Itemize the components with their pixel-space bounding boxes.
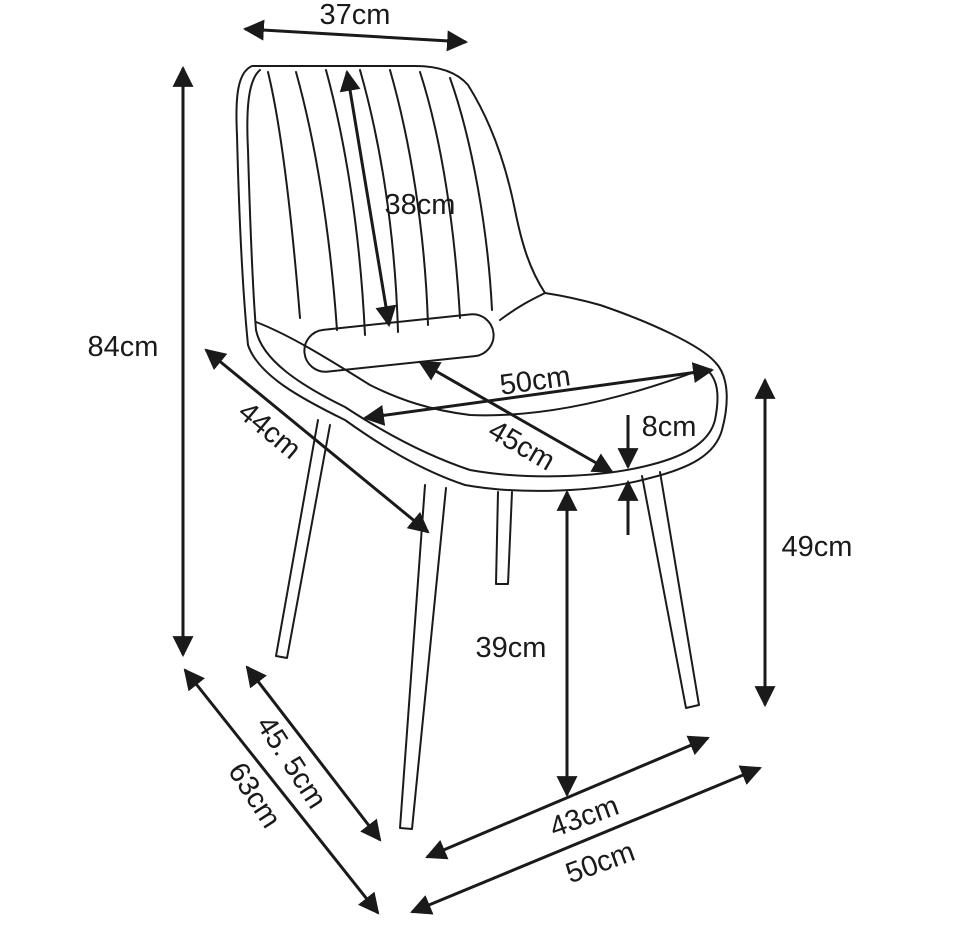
leg-back-left (275, 419, 331, 659)
label-seat-thickness: 8cm (642, 411, 697, 443)
dimension-lines (172, 19, 776, 915)
dim-line-base-width (410, 765, 762, 915)
backrest-channel-6 (419, 71, 461, 319)
backrest-channel-3 (325, 69, 366, 336)
label-seat-width: 50cm (498, 360, 573, 402)
dim-line-seat-diagonal (204, 348, 430, 534)
label-seat-depth: 45cm (483, 414, 560, 477)
label-seat-diagonal: 44cm (232, 396, 307, 466)
backrest-channel-2 (295, 71, 338, 331)
dim-line-seat-depth (418, 360, 614, 474)
leg-front-left (399, 484, 447, 830)
backrest-channel-1 (267, 71, 301, 319)
label-backrest-width: 37cm (320, 0, 391, 31)
dim-line-backrest-height (339, 69, 397, 328)
label-backrest-height: 38cm (385, 189, 456, 221)
chair-illustration (235, 65, 728, 830)
backrest-channel-5 (389, 69, 429, 326)
label-total-height: 84cm (88, 331, 159, 363)
backrest-channel-7 (449, 77, 493, 311)
dim-line-total-depth (183, 668, 380, 915)
leg-front-right (641, 471, 700, 709)
label-leg-front-width: 43cm (546, 790, 624, 844)
seat-back-junction (499, 292, 546, 321)
leg-back-right (495, 491, 513, 585)
chair-shell-outline (235, 65, 728, 492)
dim-line-backrest-width (242, 19, 469, 52)
dimension-labels: 37cm 38cm 84cm 50cm 45cm 44cm 8cm 49cm 3… (88, 0, 853, 890)
label-underside-height: 39cm (476, 632, 547, 664)
lumbar-cushion (303, 313, 495, 373)
label-seat-height: 49cm (782, 531, 853, 563)
